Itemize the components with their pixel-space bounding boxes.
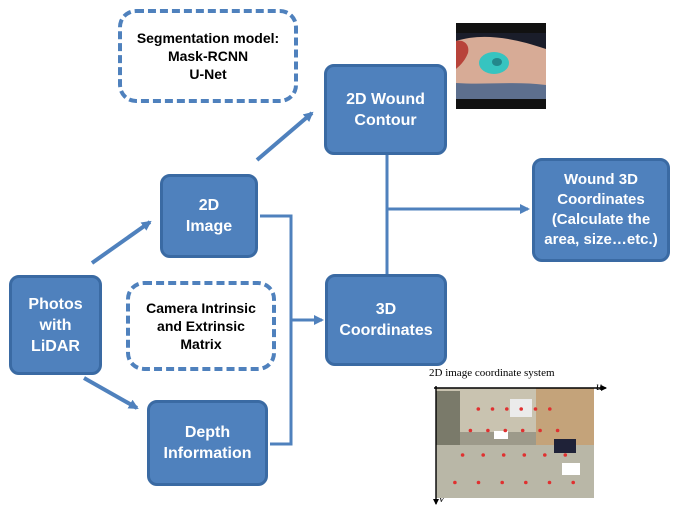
grid-dot	[563, 453, 568, 457]
node-label: Coordinates	[557, 191, 645, 208]
coordinate-system-figure: 2D image coordinate system u v	[424, 367, 610, 507]
grid-dot	[476, 407, 481, 411]
node-label: (Calculate the	[551, 211, 651, 228]
grid-dot	[481, 453, 485, 457]
camera-matrix-note: Camera Intrinsic and Extrinsic Matrix	[126, 281, 276, 371]
note-line: Segmentation model:	[136, 30, 280, 46]
grid-dot	[453, 480, 457, 485]
node-label: area, size…etc.)	[544, 231, 658, 248]
figure-caption: 2D image coordinate system	[429, 367, 555, 379]
arrow-photos-to-depth	[83, 376, 139, 410]
grid-dot	[543, 453, 547, 457]
arrow-photos-to-image	[90, 220, 152, 265]
node-label: Contour	[354, 111, 417, 129]
u-axis-label: u	[596, 379, 602, 393]
grid-dot	[520, 428, 525, 433]
note-line: Camera Intrinsic	[146, 300, 256, 316]
grid-dot	[486, 428, 490, 433]
grid-dot	[505, 407, 509, 411]
3d-coordinates-node: 3D Coordinates	[325, 274, 447, 366]
wound-3d-coordinates-node: Wound 3D Coordinates (Calculate the area…	[532, 158, 670, 262]
note-line: and Extrinsic	[157, 318, 245, 334]
grid-dot	[503, 428, 508, 433]
node-label: 2D	[198, 197, 220, 214]
node-label: Coordinates	[339, 322, 433, 339]
note-line: Mask-RCNN	[167, 48, 249, 64]
grid-dot-layer	[453, 407, 575, 485]
arrow-image-to-contour	[255, 111, 314, 162]
grid-dot	[571, 480, 575, 485]
2d-wound-contour-node: 2D Wound Contour	[324, 64, 447, 155]
photos-with-lidar-node: Photos with LiDAR	[9, 275, 102, 375]
grid-dot	[547, 480, 552, 485]
node-label: Image	[185, 218, 233, 235]
node-label: LiDAR	[31, 337, 80, 355]
segmentation-model-note: Segmentation model: Mask-RCNN U-Net	[118, 9, 298, 103]
grid-dot	[524, 480, 528, 485]
2d-image-node: 2D Image	[160, 174, 258, 258]
note-line: Matrix	[180, 336, 222, 352]
node-label: Wound 3D	[564, 171, 638, 188]
wound-segmentation-photo	[456, 23, 546, 109]
wound-photo-graphic	[456, 33, 546, 99]
grid-dot	[519, 407, 523, 411]
grid-dot	[468, 428, 473, 433]
node-label: 2D Wound	[346, 90, 425, 108]
note-line: U-Net	[189, 66, 227, 82]
node-label: Photos	[28, 295, 83, 313]
grid-dot	[476, 480, 481, 485]
grid-dot	[522, 453, 527, 457]
node-label: Depth	[184, 424, 231, 441]
room-photo-graphic	[433, 385, 607, 505]
node-label: Information	[163, 445, 252, 462]
grid-dot	[501, 453, 506, 457]
node-label: with	[39, 316, 72, 334]
grid-dot	[548, 407, 552, 411]
connector-depth-to-coordinates	[270, 320, 293, 446]
grid-dot	[500, 480, 504, 485]
grid-dot	[538, 428, 542, 433]
grid-dot	[533, 407, 538, 411]
node-label: 3D	[375, 301, 397, 318]
connector-image-to-coordinates	[260, 214, 293, 320]
grid-dot	[460, 453, 465, 457]
grid-dot	[490, 407, 495, 411]
depth-information-node: Depth Information	[147, 400, 268, 486]
grid-dot	[555, 428, 560, 433]
